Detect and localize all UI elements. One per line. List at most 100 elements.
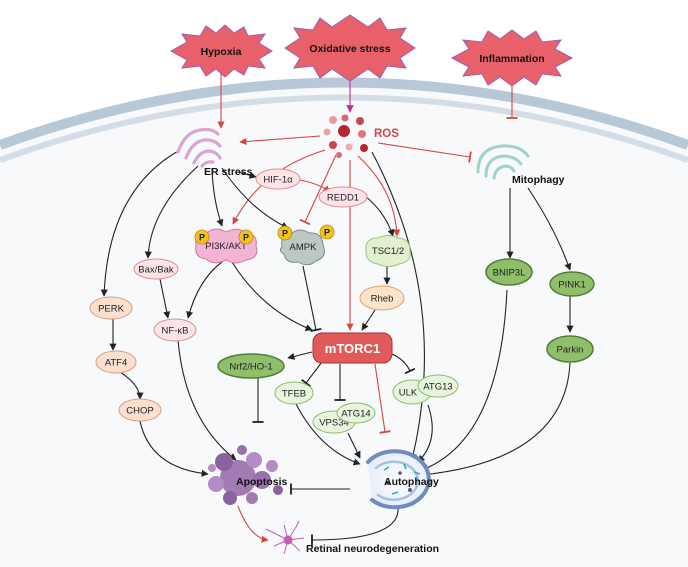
pink1-label: PINK1 bbox=[558, 280, 585, 291]
burst-oxidative-icon bbox=[284, 14, 416, 82]
bnip3l-node[interactable]: BNIP3L bbox=[485, 258, 533, 286]
edges bbox=[100, 62, 574, 546]
ampk-blob bbox=[279, 229, 325, 266]
ros-label: ROS bbox=[374, 128, 399, 140]
edge-ulk-autophagy bbox=[417, 404, 433, 463]
edge-mitophagy-pink1 bbox=[527, 187, 572, 271]
edge-ros-er bbox=[239, 135, 321, 146]
tsc-label: TSC1/2 bbox=[372, 246, 404, 257]
nfkb-label: NF-κB bbox=[162, 326, 189, 337]
neuron-icon bbox=[265, 520, 305, 555]
oxidative-label: Oxidative stress bbox=[309, 43, 390, 55]
edge-parkin-autophagy bbox=[421, 362, 571, 478]
edge-chop-apoptosis bbox=[139, 420, 209, 477]
edge-ampk-mtorc1 bbox=[302, 265, 322, 332]
hif-node[interactable]: HIF-1α bbox=[255, 168, 301, 190]
atg14-node[interactable]: ATG14 bbox=[336, 402, 376, 424]
edge-pi3k-mtorc1 bbox=[231, 261, 313, 331]
perk-node[interactable]: PERK bbox=[89, 296, 133, 320]
tfeb-label: TFEB bbox=[282, 389, 306, 400]
edge-mtorc1-tfeb bbox=[301, 361, 323, 388]
redd1-label: REDD1 bbox=[327, 193, 359, 204]
ulk-label: ULK bbox=[399, 388, 418, 399]
pi3k-label: PI3K/AKT bbox=[205, 241, 247, 252]
parkin-label: Parkin bbox=[557, 345, 584, 356]
edge-mtorc1-nrf2 bbox=[287, 351, 313, 360]
apoptosis-label: Apoptosis bbox=[236, 476, 287, 488]
edge-nfkb-apoptosis bbox=[177, 339, 237, 461]
edge-pi3k-nfkb bbox=[186, 261, 223, 319]
ampk-node[interactable]: AMPK P P bbox=[277, 224, 335, 266]
rheb-node[interactable]: Rheb bbox=[359, 285, 405, 311]
tfeb-node[interactable]: TFEB bbox=[274, 381, 314, 405]
tsc-node[interactable]: TSC1/2 bbox=[365, 235, 411, 267]
edge-redd1-tsc bbox=[364, 195, 395, 237]
stressor-hypoxia[interactable]: Hypoxia bbox=[169, 24, 273, 78]
autophagy-label: Autophagy bbox=[384, 476, 439, 488]
nrf2-node[interactable]: Nrf2/HO-1 bbox=[217, 353, 285, 379]
edge-apoptosis-retinal bbox=[237, 505, 269, 543]
bax-label: Bax/Bak bbox=[138, 265, 174, 276]
edge-bax-nfkb bbox=[159, 278, 171, 319]
mtorc1-node[interactable]: mTORC1 bbox=[312, 332, 393, 364]
autophagy-node[interactable]: Autophagy bbox=[366, 449, 439, 510]
edge-mtorc1-autophagy bbox=[374, 363, 391, 434]
edge-ros-ampk bbox=[299, 154, 337, 226]
phospho-icon bbox=[238, 229, 254, 245]
apoptotic-cell-icon bbox=[208, 445, 283, 505]
mitochondria-icon bbox=[476, 144, 530, 180]
burst-hypoxia-icon bbox=[169, 24, 273, 78]
phospho-label: P bbox=[243, 233, 249, 243]
er-stress-node[interactable]: ER stress bbox=[176, 127, 253, 179]
edge-autophagy-retinal bbox=[311, 507, 399, 546]
hif-label: HIF-1α bbox=[263, 175, 293, 186]
pi3k-node[interactable]: PI3K/AKT P P bbox=[194, 228, 258, 264]
endoplasmic-reticulum-icon bbox=[176, 127, 222, 168]
perk-label: PERK bbox=[98, 304, 125, 315]
apoptosis-node[interactable]: Apoptosis bbox=[208, 445, 287, 505]
cell-membrane bbox=[0, 77, 688, 567]
phospho-icon bbox=[277, 225, 293, 241]
edge-ros-tsc bbox=[357, 155, 401, 237]
retinal-neurodegeneration-node[interactable]: Retinal neurodegeneration bbox=[265, 520, 439, 555]
edge-vps34-autophagy bbox=[347, 432, 361, 459]
phospho-label: P bbox=[199, 233, 205, 243]
phospho-label: P bbox=[282, 229, 288, 239]
bnip3l-label: BNIP3L bbox=[493, 268, 526, 279]
phospho-icon bbox=[319, 224, 335, 240]
edge-er-ampk bbox=[221, 167, 289, 229]
redd1-node[interactable]: REDD1 bbox=[318, 186, 368, 208]
mitophagy-node[interactable]: Mitophagy bbox=[476, 144, 565, 186]
er-stress-label: ER stress bbox=[204, 166, 253, 178]
edge-ros-autophagy bbox=[371, 151, 425, 461]
retinal-neurodegeneration-label: Retinal neurodegeneration bbox=[306, 543, 439, 555]
bax-node[interactable]: Bax/Bak bbox=[133, 258, 179, 280]
stressor-inflammation[interactable]: Inflammation bbox=[450, 29, 574, 87]
atf4-node[interactable]: ATF4 bbox=[95, 350, 137, 374]
edge-rheb-mtorc1 bbox=[361, 309, 376, 331]
ros-cluster[interactable]: ROS bbox=[323, 114, 400, 159]
edge-er-pi3k bbox=[211, 167, 224, 227]
atg13-label: ATG13 bbox=[423, 382, 452, 393]
chop-label: CHOP bbox=[126, 406, 153, 417]
edge-er-bax bbox=[144, 165, 199, 259]
atf4-label: ATF4 bbox=[105, 358, 128, 369]
hypoxia-label: Hypoxia bbox=[201, 46, 242, 58]
ampk-label: AMPK bbox=[290, 242, 318, 253]
stressor-oxidative[interactable]: Oxidative stress bbox=[284, 14, 416, 82]
burst-inflammation-icon bbox=[450, 29, 574, 87]
nfkb-node[interactable]: NF-κB bbox=[153, 318, 197, 342]
parkin-node[interactable]: Parkin bbox=[546, 335, 594, 363]
edge-mtorc1-ulk bbox=[391, 353, 416, 375]
rheb-label: Rheb bbox=[371, 294, 394, 305]
tsc-blob bbox=[365, 235, 411, 267]
nrf2-label: Nrf2/HO-1 bbox=[229, 362, 272, 373]
pink1-node[interactable]: PINK1 bbox=[549, 271, 595, 297]
edge-tfeb-autophagy bbox=[295, 403, 361, 466]
chop-node[interactable]: CHOP bbox=[118, 398, 162, 422]
edge-er-hif bbox=[237, 171, 257, 179]
atg14-label: ATG14 bbox=[341, 409, 370, 420]
phospho-icon bbox=[194, 229, 210, 245]
atg13-node[interactable]: ATG13 bbox=[417, 374, 459, 398]
